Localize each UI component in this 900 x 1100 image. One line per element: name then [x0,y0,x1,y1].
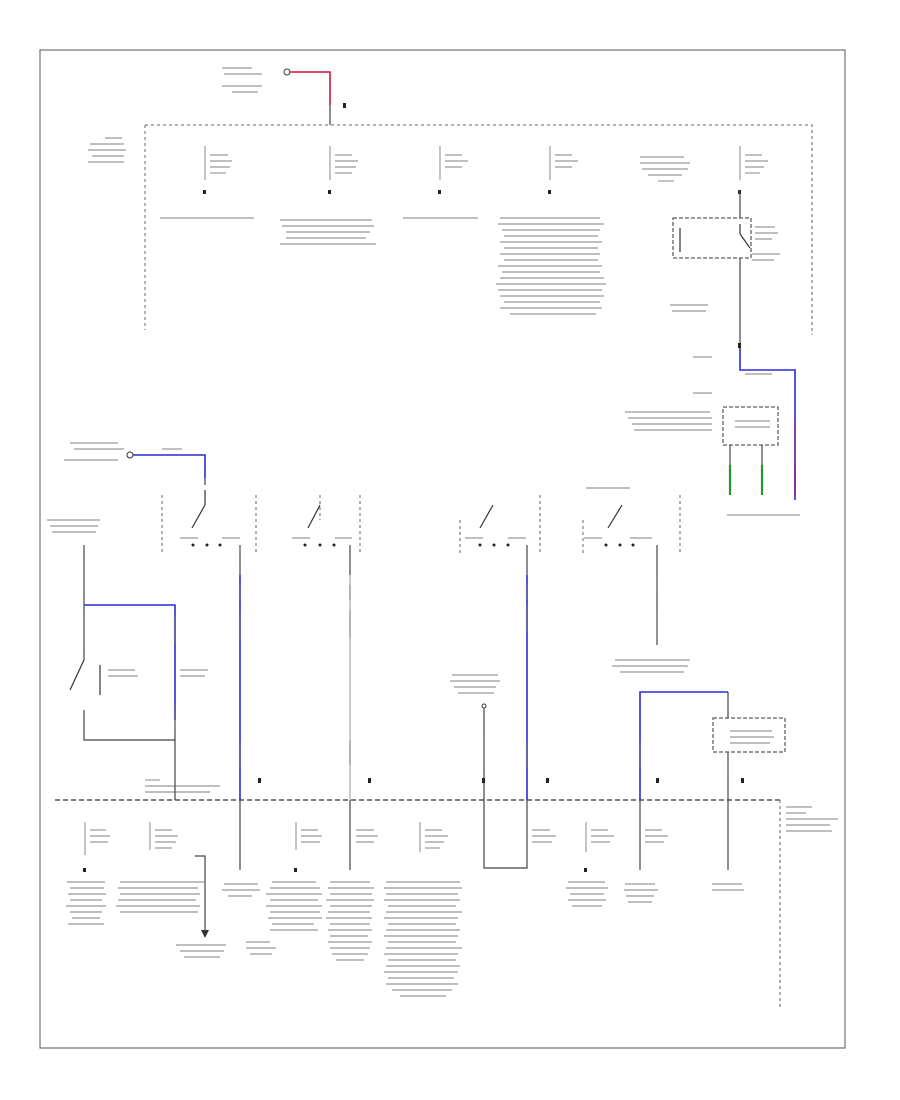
lower-bus-label [786,806,838,832]
diagram-border [39,49,846,1049]
switch-column-1 [161,490,257,575]
left-relay-subcircuit [47,519,220,800]
lower-circuit-7 [483,800,556,869]
mid-right-box [712,717,786,753]
top-right-relay-circuit [640,146,780,348]
relay-box [672,217,752,259]
red-feed-wire [290,71,331,105]
top-bus-label [88,137,126,163]
mid-blue-feed [133,454,206,478]
top-fuse-source [222,67,291,93]
right-module-wiring [625,348,800,516]
top-fuse-3 [403,146,478,219]
top-fuse-2 [280,146,376,245]
lower-circuit-1 [66,822,110,925]
lower-circuit-9 [624,800,668,903]
switch-column-3 [459,495,541,575]
lower-circuit-6 [384,822,462,997]
lower-circuit-8 [566,822,614,907]
mid-center-fuse [450,674,500,800]
lower-circuit-4 [246,822,322,955]
lower-circuit-10 [712,800,744,891]
mid-right-circuit [612,659,786,800]
lower-circuit-3 [222,800,260,897]
top-fuse-1 [160,146,254,219]
mid-fuse-source [64,442,134,461]
switch-column-4 [582,487,681,645]
switch-column-2 [292,495,361,575]
wire-color-codes [83,563,658,768]
top-fuse-4 [496,146,606,315]
lower-circuit-2 [116,822,226,958]
lower-circuit-5 [326,800,378,961]
right-module-box [722,406,779,446]
top-dashed-bus [145,124,813,335]
